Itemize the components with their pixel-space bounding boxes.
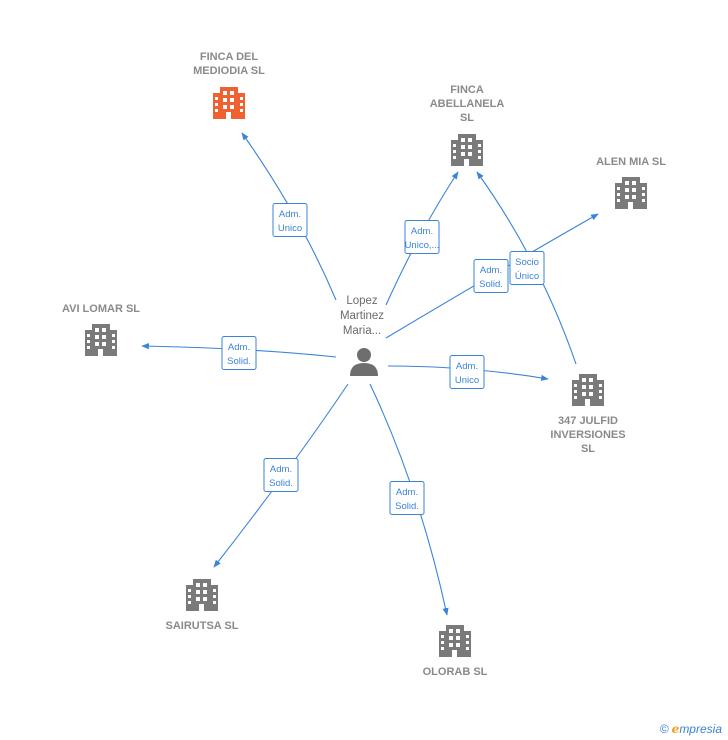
relation-badge-finca-del-mediodia[interactable]: Adm. Unico xyxy=(272,203,308,237)
relation-badge-box xyxy=(221,336,257,370)
relation-badge-box xyxy=(272,203,308,237)
relation-badge-box xyxy=(449,355,485,389)
relation-badge-text: Único xyxy=(515,271,539,282)
relation-badge-text: Socio xyxy=(515,257,539,268)
person-label: Lopez xyxy=(346,295,378,307)
relation-badge-text: Adm. xyxy=(456,361,478,372)
person-node[interactable]: LopezMartinezMaria... xyxy=(340,295,384,376)
building-icon xyxy=(439,625,471,657)
relation-badge-box xyxy=(404,220,440,254)
company-label: FINCA DEL xyxy=(200,51,259,63)
relation-badge-text: Solid. xyxy=(227,356,251,367)
relation-badge-box xyxy=(509,251,545,285)
relation-badge-text: Adm. xyxy=(411,226,433,237)
relation-badge-text: Solid. xyxy=(395,501,419,512)
company-label: OLORAB SL xyxy=(423,666,488,678)
company-node-alen-mia[interactable]: ALEN MIA SL xyxy=(596,156,666,209)
building-icon xyxy=(186,579,218,611)
relation-badge-sairutsa[interactable]: Adm. Solid. xyxy=(263,458,299,492)
relation-badge-text: Adm. xyxy=(279,209,301,220)
relation-badge-text: Adm. xyxy=(480,265,502,276)
relation-badge-text: Unico xyxy=(278,223,302,234)
nodes-layer: FINCA DEL MEDIODIA SL FINCA ABELLANELA SL ALE… xyxy=(62,51,666,678)
building-icon xyxy=(85,324,117,356)
copyright-icon: © xyxy=(659,722,669,736)
relation-badge-text: Solid. xyxy=(269,478,293,489)
relation-badge-alen-mia[interactable]: Adm. Solid. xyxy=(473,259,509,293)
company-node-finca-del-mediodia[interactable]: FINCA DEL MEDIODIA SL xyxy=(193,51,265,119)
company-label: MEDIODIA SL xyxy=(193,65,265,77)
company-node-avi-lomar[interactable]: AVI LOMAR SL xyxy=(62,303,140,356)
relation-badge-finca-abellanela[interactable]: Adm. Unico,... xyxy=(404,220,440,254)
relation-badge-avi-lomar[interactable]: Adm. Solid. xyxy=(221,336,257,370)
building-icon xyxy=(572,374,604,406)
company-node-olorab[interactable]: OLORAB SL xyxy=(423,625,488,678)
brand-e-logo: e xyxy=(671,722,680,736)
relation-badge-text: Adm. xyxy=(396,487,418,498)
relation-badge-text: Solid. xyxy=(479,279,503,290)
company-label: INVERSIONES xyxy=(550,429,625,441)
company-label: AVI LOMAR SL xyxy=(62,303,140,315)
company-node-347-julfid[interactable]: 347 JULFID INVERSIONES SL xyxy=(550,374,626,455)
brand-watermark: ©empresia xyxy=(660,722,722,736)
relation-badge-olorab[interactable]: Adm. Solid. xyxy=(389,481,425,515)
company-label: ALEN MIA SL xyxy=(596,156,666,168)
company-label: 347 JULFID xyxy=(558,415,618,427)
brand-name: mpresia xyxy=(679,722,722,736)
person-label: Martinez xyxy=(340,310,384,322)
relation-badge-box xyxy=(473,259,509,293)
building-icon xyxy=(451,134,483,166)
relation-badge-box xyxy=(263,458,299,492)
company-label: SL xyxy=(460,112,474,124)
relation-badge-text: Unico xyxy=(455,375,479,386)
building-icon xyxy=(615,177,647,209)
person-icon xyxy=(350,348,378,376)
relation-badge-text: Adm. xyxy=(228,342,250,353)
relation-badge-box xyxy=(389,481,425,515)
company-label: SL xyxy=(581,443,595,455)
company-label: FINCA xyxy=(450,84,484,96)
company-node-sairutsa[interactable]: SAIRUTSA SL xyxy=(166,579,239,632)
company-label: SAIRUTSA SL xyxy=(166,620,239,632)
relation-badge-text: Adm. xyxy=(270,464,292,475)
company-label: ABELLANELA xyxy=(430,98,505,110)
company-node-finca-abellanela[interactable]: FINCA ABELLANELA SL xyxy=(430,84,505,166)
building-icon xyxy=(213,87,245,119)
relation-badge-347-julfid[interactable]: Adm. Unico xyxy=(449,355,485,389)
person-label: Maria... xyxy=(343,325,381,337)
relation-badge-text: Unico,... xyxy=(405,240,440,251)
